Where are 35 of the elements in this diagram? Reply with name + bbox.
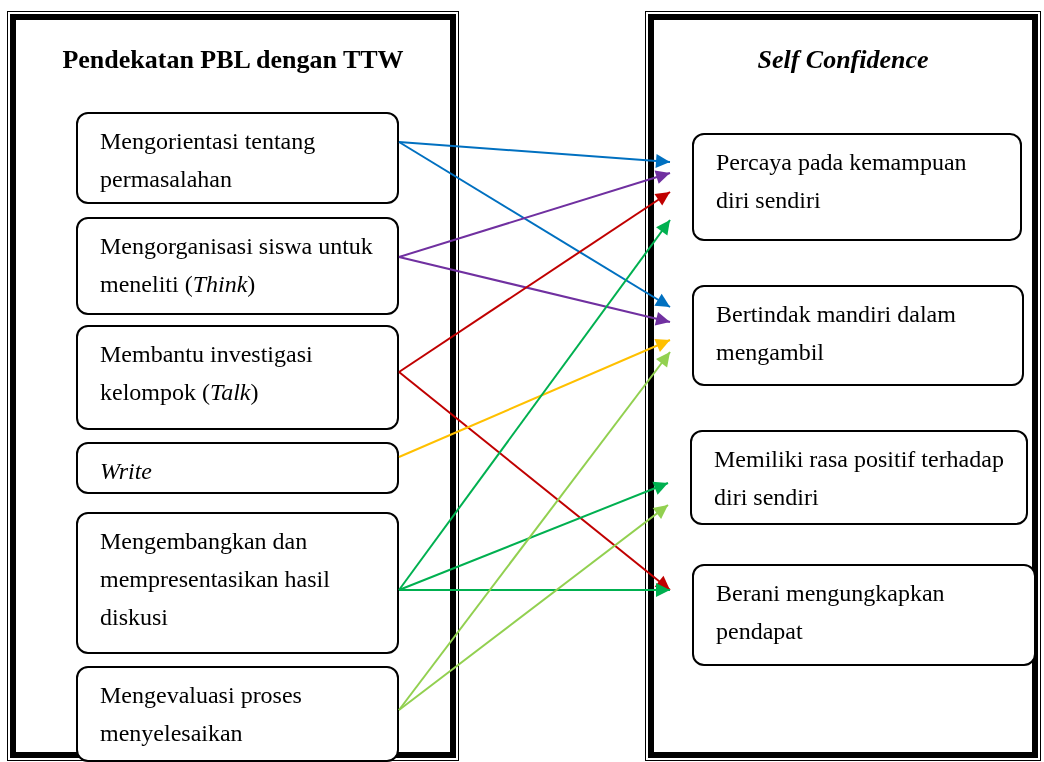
box-text: Membantu investigasi kelompok (Talk) xyxy=(100,340,314,407)
box-text: Mengembangkan dan mempresentasikan hasil diskusi xyxy=(100,527,331,632)
arrow xyxy=(398,219,671,591)
box-text: Memiliki rasa positif terhadap diri sendiri xyxy=(714,445,1004,512)
box-text: Percaya pada kemampuan diri sendiri xyxy=(716,148,968,215)
process-box xyxy=(76,442,399,494)
arrow xyxy=(398,481,669,591)
arrow xyxy=(398,351,671,711)
group-panel xyxy=(648,14,1038,758)
process-box xyxy=(692,133,1022,241)
process-box xyxy=(76,112,399,204)
arrow xyxy=(398,141,671,308)
process-box xyxy=(76,666,399,762)
box-text: Write xyxy=(100,457,153,486)
box-text: Mengorientasi tentang permasalahan xyxy=(100,127,317,194)
arrow xyxy=(398,256,671,326)
box-text: Mengorganisasi siswa untuk meneliti (Think) xyxy=(100,232,374,299)
panel-title: Self Confidence xyxy=(756,44,930,76)
arrow xyxy=(398,141,671,168)
panel-title: Pendekatan PBL dengan TTW xyxy=(61,44,405,76)
process-box xyxy=(692,564,1036,666)
arrow xyxy=(398,170,671,258)
box-text: Berani mengungkapkan pendapat xyxy=(716,579,946,646)
process-box xyxy=(692,285,1024,386)
arrow xyxy=(398,371,671,591)
arrow xyxy=(398,191,671,373)
arrow xyxy=(398,504,669,711)
process-box xyxy=(76,217,399,315)
box-text: Mengevaluasi proses menyelesaikan xyxy=(100,681,303,748)
box-text: Bertindak mandiri dalam mengambil xyxy=(716,300,957,367)
process-box xyxy=(76,512,399,654)
process-box xyxy=(690,430,1028,525)
arrow xyxy=(398,339,671,458)
arrow xyxy=(398,583,671,597)
process-box xyxy=(76,325,399,430)
